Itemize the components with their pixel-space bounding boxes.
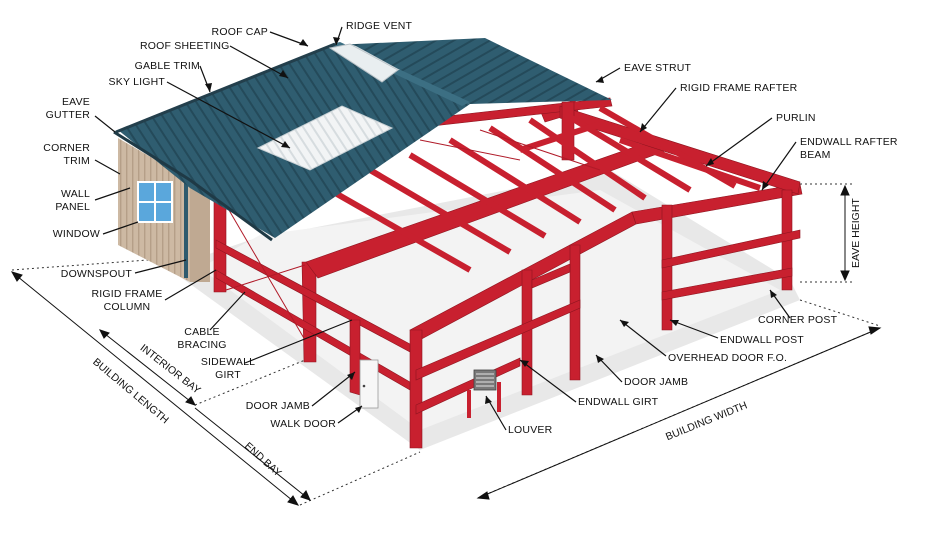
rigid-frame-column-2 xyxy=(301,261,317,363)
label-purlin: PURLIN xyxy=(776,112,816,124)
label-louver: LOUVER xyxy=(508,424,553,436)
label-door-jamb-left: DOOR JAMB xyxy=(245,400,310,412)
label-corner-trim-line2: TRIM xyxy=(63,155,90,167)
label-sidewall-girt-line2: GIRT xyxy=(215,369,241,381)
corner-post-front xyxy=(409,329,423,449)
label-rigid-frame-column: RIGID FRAME COLUMN xyxy=(88,288,166,314)
label-endwall-rafter-beam-line2: BEAM xyxy=(800,149,831,161)
label-rigid-frame-rafter: RIGID FRAME RAFTER xyxy=(680,82,798,94)
label-cable-bracing-line1: CABLE xyxy=(184,326,220,338)
louver xyxy=(473,369,497,391)
endwall-post-2 xyxy=(569,244,581,381)
label-endwall-post: ENDWALL POST xyxy=(720,334,804,346)
label-wall-panel-line2: PANEL xyxy=(55,201,90,213)
label-walk-door: WALK DOOR xyxy=(270,418,336,430)
label-cable-bracing-line2: BRACING xyxy=(177,339,227,351)
label-sidewall-girt: SIDEWALL GIRT xyxy=(198,356,258,382)
label-roof-sheeting: ROOF SHEETING xyxy=(140,40,230,52)
label-sidewall-girt-line1: SIDEWALL xyxy=(200,356,256,368)
endwall-girt-1 xyxy=(415,299,581,381)
label-endwall-rafter-beam: ENDWALL RAFTER BEAM xyxy=(800,136,898,162)
label-corner-post: CORNER POST xyxy=(758,314,838,326)
label-endwall-rafter-beam-line1: ENDWALL RAFTER xyxy=(800,136,898,148)
label-eave-gutter: EAVE GUTTER xyxy=(44,96,90,122)
label-overhead-door-fo: OVERHEAD DOOR F.O. xyxy=(668,352,788,364)
label-window: WINDOW xyxy=(52,228,100,240)
label-rigid-frame-column-line1: RIGID FRAME xyxy=(91,288,163,300)
label-wall-panel-line1: WALL xyxy=(60,188,90,200)
label-corner-trim: CORNER TRIM xyxy=(40,142,90,168)
sidewall-girt-1 xyxy=(215,239,411,353)
downspout xyxy=(184,170,188,278)
label-endwall-girt: ENDWALL GIRT xyxy=(578,396,659,408)
label-eave-gutter-line2: GUTTER xyxy=(45,109,90,121)
label-downspout: DOWNSPOUT xyxy=(60,268,132,280)
wall-panel-side xyxy=(190,180,210,282)
label-eave-gutter-line1: EAVE xyxy=(61,96,90,108)
label-roof-cap: ROOF CAP xyxy=(211,26,268,38)
purlins xyxy=(328,105,761,273)
label-gable-trim: GABLE TRIM xyxy=(134,60,200,72)
eave-gutter xyxy=(113,130,273,242)
label-corner-trim-line1: CORNER xyxy=(43,142,90,154)
label-ridge-vent: RIDGE VENT xyxy=(346,20,413,32)
label-door-jamb-right: DOOR JAMB xyxy=(624,376,689,388)
cable-bracing xyxy=(225,129,601,341)
label-rigid-frame-column-line2: COLUMN xyxy=(103,301,151,313)
leader-arrowheads xyxy=(205,37,777,413)
gable-trim xyxy=(115,42,336,134)
label-wall-panel: WALL PANEL xyxy=(40,188,90,214)
label-eave-strut: EAVE STRUT xyxy=(624,62,692,74)
walk-door xyxy=(359,359,379,409)
label-sky-light: SKY LIGHT xyxy=(108,76,165,88)
dimension-lines xyxy=(10,184,882,506)
label-eave-height: EAVE HEIGHT xyxy=(850,198,862,268)
label-cable-bracing: CABLE BRACING xyxy=(172,326,232,352)
sky-light xyxy=(256,105,394,171)
roof-sheeting-back xyxy=(335,38,612,104)
